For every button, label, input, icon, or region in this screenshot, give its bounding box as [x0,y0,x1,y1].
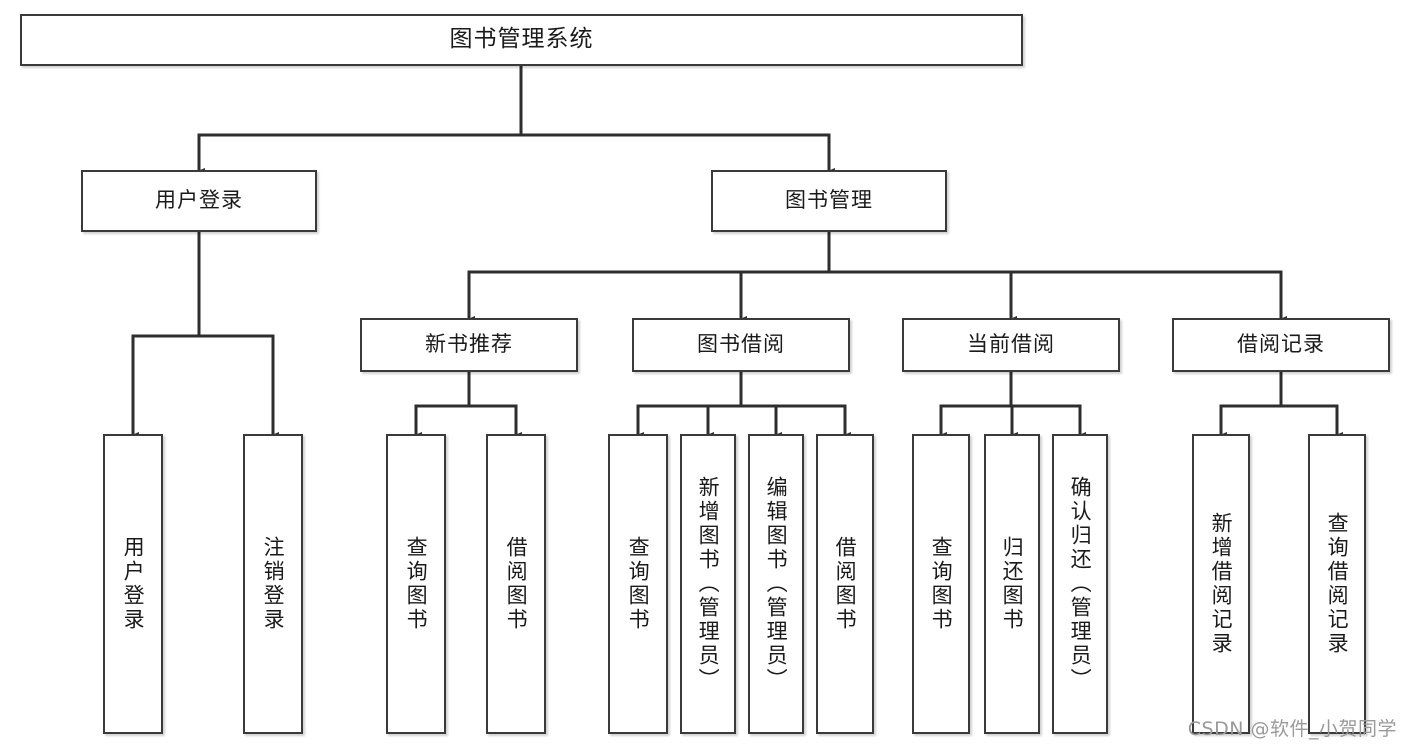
leaf-return-book-label: 归还图书 [1000,536,1025,632]
leaf-add-book-admin[interactable]: 新增图书（管理员） [680,434,736,734]
node-root[interactable]: 图书管理系统 [20,14,1023,66]
leaf-add-borrow-record[interactable]: 新增借阅记录 [1192,434,1250,734]
node-book-manage-label: 图书管理 [785,188,873,213]
leaf-borrow-book-2-label: 借阅图书 [833,536,858,632]
leaf-add-book-admin-label: 新增图书（管理员） [696,476,721,692]
leaf-user-logout-label: 注销登录 [261,536,286,632]
leaf-edit-book-admin[interactable]: 编辑图书（管理员） [748,434,804,734]
node-user-login[interactable]: 用户登录 [81,170,317,232]
leaf-user-logout[interactable]: 注销登录 [243,434,303,734]
leaf-query-book-1[interactable]: 查询图书 [386,434,446,734]
node-root-label: 图书管理系统 [449,26,594,53]
leaf-borrow-book-2[interactable]: 借阅图书 [816,434,874,734]
node-current-borrow-label: 当前借阅 [967,332,1055,357]
leaf-confirm-return-admin-label: 确认归还（管理员） [1068,476,1093,692]
node-new-book-recommend[interactable]: 新书推荐 [360,318,578,372]
node-current-borrow[interactable]: 当前借阅 [902,318,1120,372]
csdn-watermark: CSDN @软件_小贺同学 [1187,718,1397,740]
leaf-confirm-return-admin[interactable]: 确认归还（管理员） [1052,434,1108,734]
leaf-borrow-book-1-label: 借阅图书 [504,536,529,632]
leaf-return-book[interactable]: 归还图书 [984,434,1040,734]
node-borrow-record[interactable]: 借阅记录 [1172,318,1390,372]
leaf-query-book-3-label: 查询图书 [929,536,954,632]
node-borrow-record-label: 借阅记录 [1237,332,1325,357]
leaf-borrow-book-1[interactable]: 借阅图书 [486,434,546,734]
leaf-query-book-3[interactable]: 查询图书 [912,434,970,734]
leaf-query-borrow-record[interactable]: 查询借阅记录 [1308,434,1366,734]
leaf-edit-book-admin-label: 编辑图书（管理员） [764,476,789,692]
leaf-user-login[interactable]: 用户登录 [103,434,163,734]
node-book-manage[interactable]: 图书管理 [711,170,947,232]
node-new-book-recommend-label: 新书推荐 [425,332,513,357]
leaf-query-borrow-record-label: 查询借阅记录 [1325,512,1350,656]
leaf-add-borrow-record-label: 新增借阅记录 [1209,512,1234,656]
leaf-query-book-2[interactable]: 查询图书 [608,434,668,734]
leaf-user-login-label: 用户登录 [121,536,146,632]
leaf-query-book-2-label: 查询图书 [626,536,651,632]
node-book-borrow-label: 图书借阅 [697,332,785,357]
node-user-login-label: 用户登录 [155,188,243,213]
leaf-query-book-1-label: 查询图书 [404,536,429,632]
node-book-borrow[interactable]: 图书借阅 [632,318,850,372]
